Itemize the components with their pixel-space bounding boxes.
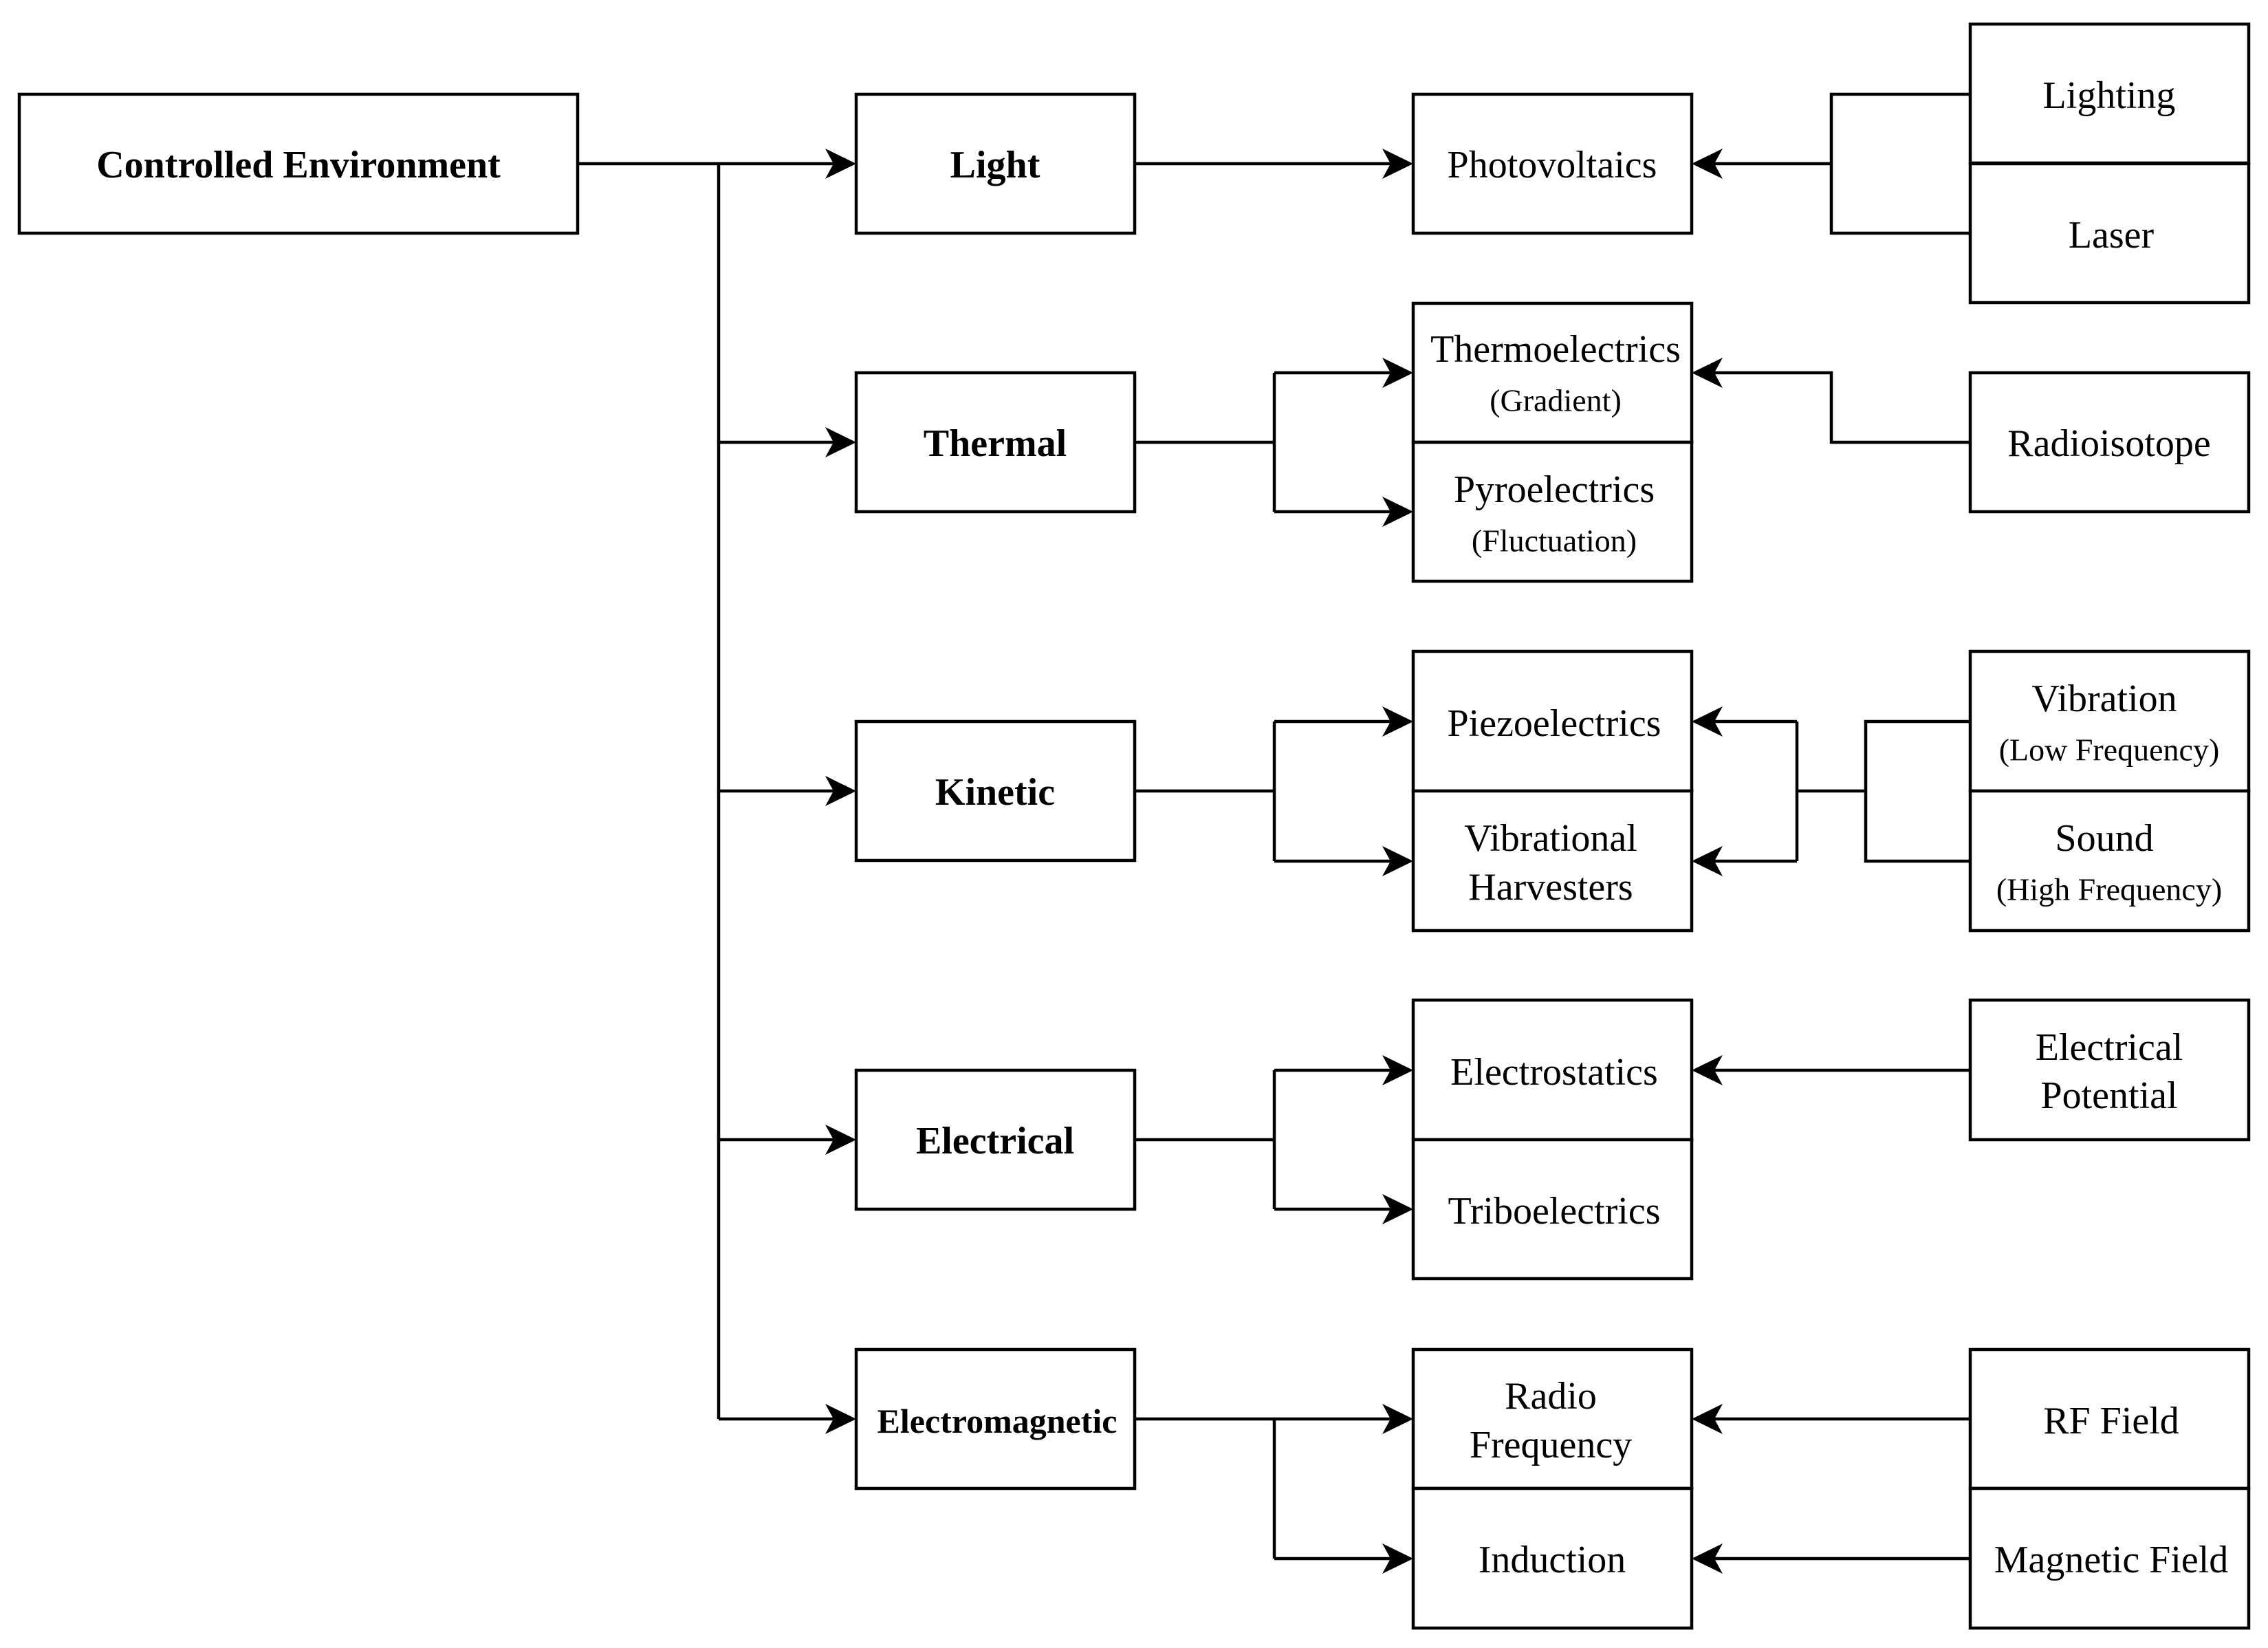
arrowhead-thermoelectrics-left <box>1382 358 1413 388</box>
connectors <box>578 92 1970 1561</box>
source-electrical-potential: Electrical Potential <box>1968 998 2251 1142</box>
rf-field-label: RF Field <box>2043 1400 2179 1442</box>
induction-label: Induction <box>1479 1539 1626 1581</box>
arrowhead-thermal <box>825 427 856 457</box>
transducer-electrostatics: Electrostatics <box>1411 998 1694 1142</box>
radioisotope-label: Radioisotope <box>2007 422 2211 465</box>
lighting-label: Lighting <box>2043 74 2176 117</box>
arrowhead-electromagnetic <box>825 1404 856 1434</box>
arrowheads <box>825 149 1723 1574</box>
electrical-potential-line2: Potential <box>2040 1074 2177 1117</box>
category-thermal: Thermal <box>854 371 1137 514</box>
thermoelectrics-title: Thermoelectrics <box>1430 328 1681 371</box>
transducer-pyroelectrics: Pyroelectrics (Fluctuation) <box>1411 440 1694 583</box>
category-electrical: Electrical <box>854 1068 1137 1211</box>
transducer-radio-frequency: Radio Frequency <box>1411 1347 1694 1490</box>
electrostatics-label: Electrostatics <box>1450 1051 1658 1094</box>
arrowhead-photovoltaics-right <box>1692 149 1723 179</box>
arrowhead-kinetic <box>825 776 856 806</box>
arrowhead-electrical <box>825 1125 856 1155</box>
arrowhead-photovoltaics-left <box>1382 149 1413 179</box>
arrowhead-radio-frequency-left <box>1382 1404 1413 1434</box>
kinetic-sources-to-transducers-line <box>1712 719 1970 863</box>
arrowhead-thermoelectrics-right <box>1692 358 1723 388</box>
magnetic-field-label: Magnetic Field <box>1994 1539 2229 1581</box>
triboelectrics-label: Triboelectrics <box>1448 1190 1661 1233</box>
light-sources-to-photovoltaics-line <box>1712 92 1970 235</box>
transducer-vibrational-harvesters: Vibrational Harvesters <box>1411 789 1694 933</box>
electrical-potential-line1: Electrical <box>2036 1026 2183 1069</box>
category-light-label: Light <box>950 144 1040 186</box>
root-label: Controlled Environment <box>96 144 501 186</box>
pyroelectrics-title: Pyroelectrics <box>1454 468 1655 511</box>
radio-frequency-line1: Radio <box>1505 1375 1597 1418</box>
electrical-branch-line <box>1135 1068 1393 1211</box>
category-electromagnetic: Electromagnetic <box>854 1347 1137 1490</box>
category-thermal-label: Thermal <box>924 422 1067 465</box>
radioisotope-to-thermoelectrics-line <box>1712 371 1970 444</box>
category-electromagnetic-label: Electromagnetic <box>877 1402 1117 1440</box>
piezoelectrics-label: Piezoelectrics <box>1448 702 1661 745</box>
source-radioisotope: Radioisotope <box>1968 371 2251 514</box>
category-kinetic-label: Kinetic <box>935 771 1055 814</box>
transducer-thermoelectrics: Thermoelectrics (Gradient) <box>1411 301 1694 444</box>
arrowhead-induction-right <box>1692 1543 1723 1574</box>
category-kinetic: Kinetic <box>854 719 1137 863</box>
arrowhead-triboelectrics-left <box>1382 1194 1413 1224</box>
thermal-branch-line <box>1135 371 1393 514</box>
radio-frequency-line2: Frequency <box>1470 1424 1632 1466</box>
thermoelectrics-note: (Gradient) <box>1490 383 1622 418</box>
arrowhead-piezoelectrics-left <box>1382 706 1413 737</box>
photovoltaics-label: Photovoltaics <box>1448 144 1657 186</box>
root-to-trunk-line <box>578 162 721 1419</box>
arrowhead-light <box>825 149 856 179</box>
arrowhead-induction-left <box>1382 1543 1413 1574</box>
arrowhead-vibrational-left <box>1382 846 1413 876</box>
category-light: Light <box>854 92 1137 235</box>
arrowhead-piezoelectrics-right <box>1692 706 1723 737</box>
kinetic-branch-line <box>1135 719 1393 863</box>
arrowhead-electrostatics-left <box>1382 1055 1413 1085</box>
vibration-note: (Low Frequency) <box>1999 733 2220 768</box>
sound-title: Sound <box>2055 817 2153 860</box>
vibration-title: Vibration <box>2031 677 2177 720</box>
transducer-photovoltaics: Photovoltaics <box>1411 92 1694 235</box>
source-magnetic-field: Magnetic Field <box>1968 1486 2251 1630</box>
arrowhead-electrostatics-right <box>1692 1055 1723 1085</box>
sound-note: (High Frequency) <box>1996 872 2222 907</box>
transducer-piezoelectrics: Piezoelectrics <box>1411 649 1694 793</box>
category-electrical-label: Electrical <box>916 1120 1074 1162</box>
transducer-triboelectrics: Triboelectrics <box>1411 1138 1694 1281</box>
arrowhead-radio-frequency-right <box>1692 1404 1723 1434</box>
arrowhead-vibrational-right <box>1692 846 1723 876</box>
pyroelectrics-note: (Fluctuation) <box>1472 523 1637 559</box>
electromagnetic-branch-line <box>1135 1417 1393 1561</box>
source-laser: Laser <box>1968 162 2251 305</box>
laser-label: Laser <box>2069 214 2155 257</box>
arrowhead-pyroelectrics-left <box>1382 497 1413 527</box>
transducer-induction: Induction <box>1411 1486 1694 1630</box>
vibrational-harvesters-line1: Vibrational <box>1464 817 1637 860</box>
vibrational-harvesters-line2: Harvesters <box>1468 866 1633 909</box>
source-rf-field: RF Field <box>1968 1347 2251 1490</box>
source-lighting: Lighting <box>1968 22 2251 165</box>
source-sound: Sound (High Frequency) <box>1968 789 2251 933</box>
source-vibration: Vibration (Low Frequency) <box>1968 649 2251 793</box>
root-node: Controlled Environment <box>17 92 580 235</box>
